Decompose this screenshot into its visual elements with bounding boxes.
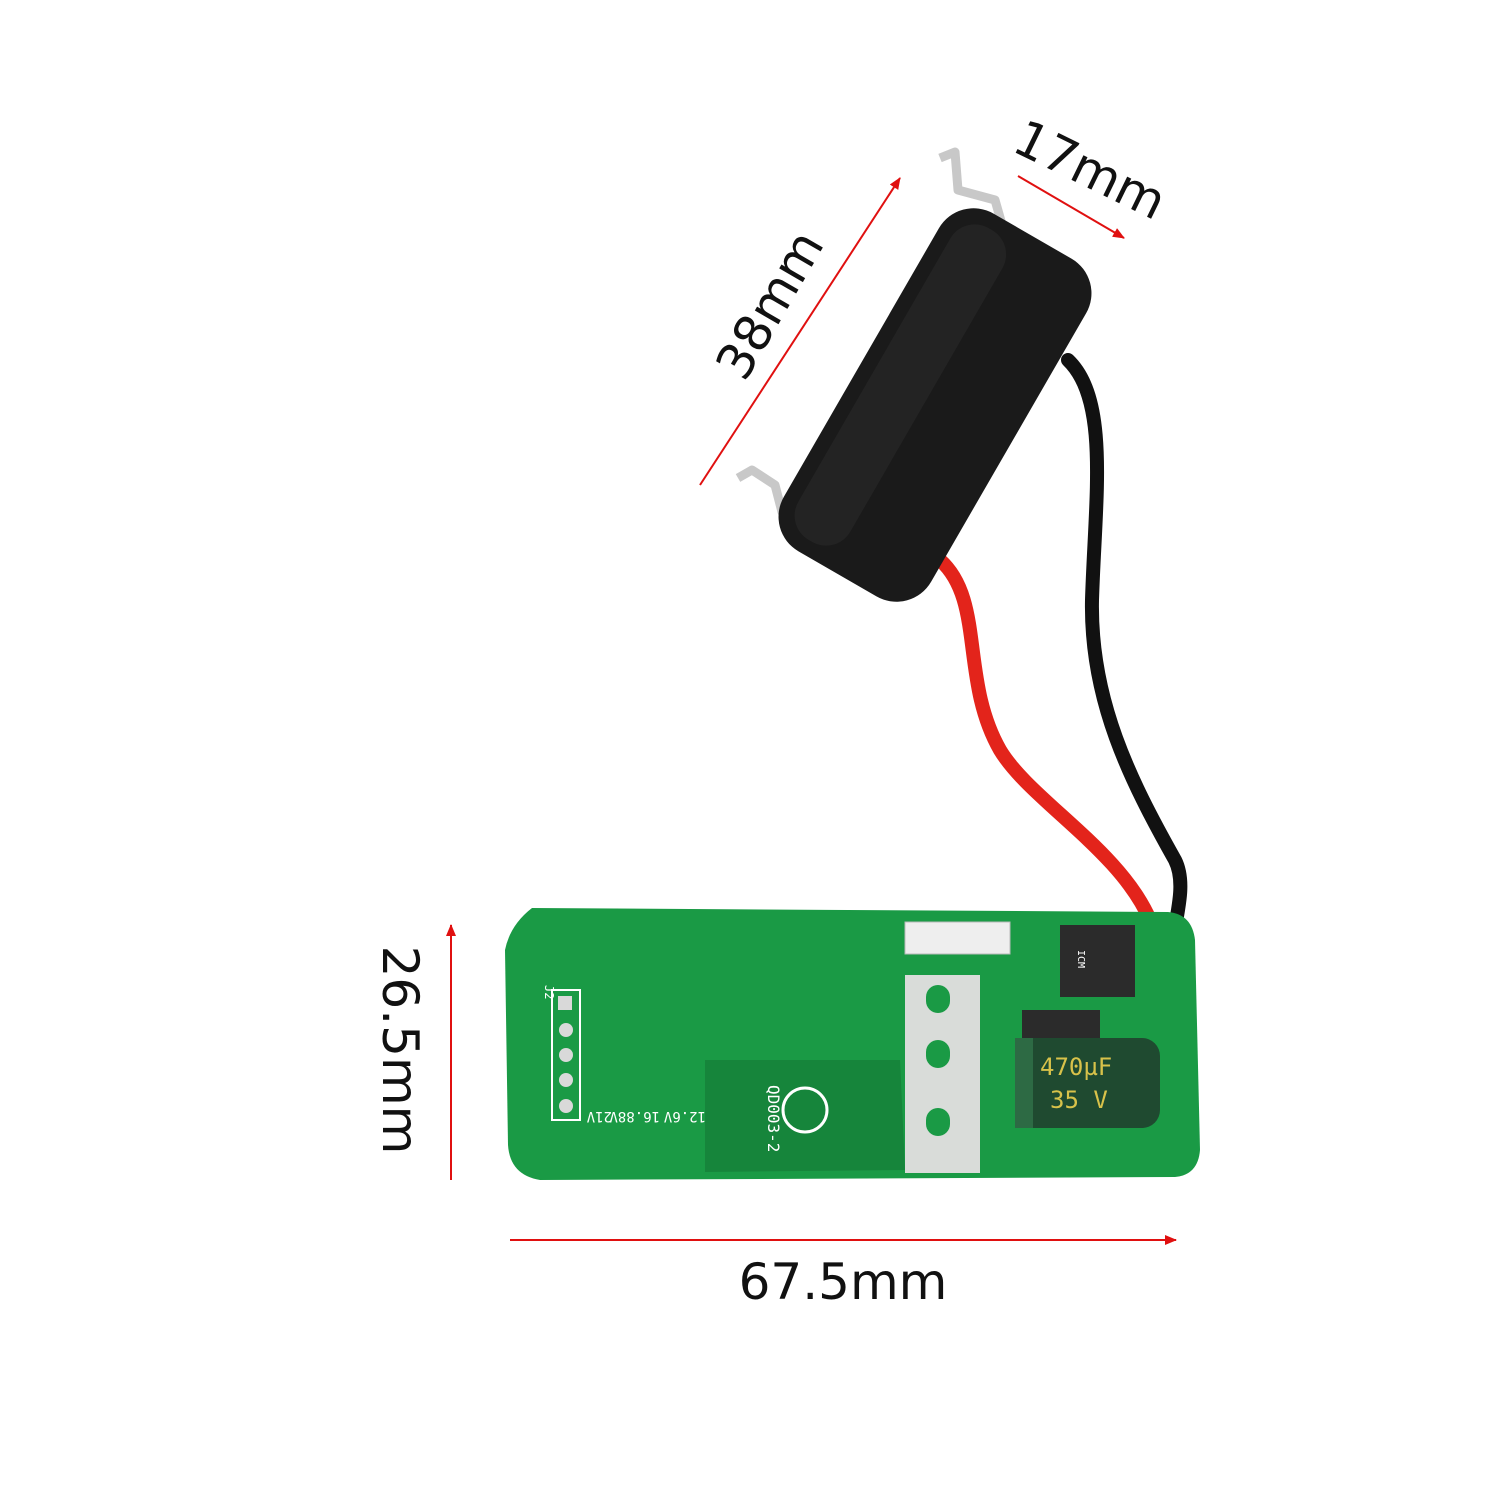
dimension-label-67-5mm: 67.5mm (738, 1253, 948, 1311)
pad-3 (926, 1108, 950, 1136)
capacitor-voltage: 35 V (1050, 1086, 1108, 1114)
arrow-38mm (699, 177, 901, 486)
pcb-copper-area (705, 1060, 905, 1172)
module-body (778, 208, 1092, 602)
diode-chip (1022, 1010, 1100, 1040)
voltage-label-1: 12.6V (663, 1108, 706, 1124)
arrow-17mm (1017, 175, 1125, 239)
pin-4 (559, 1073, 573, 1087)
capacitor (1015, 1038, 1160, 1128)
voltage-label-3: 21V (586, 1108, 612, 1124)
logo-mark (781, 1086, 829, 1134)
dimension-label-26-5mm: 26.5mm (371, 945, 429, 1155)
voltage-label-2: 16.88V (609, 1108, 660, 1124)
pin-3 (559, 1048, 573, 1062)
model-label: QD003-2 (764, 1085, 783, 1152)
black-wire (1061, 353, 1188, 1027)
pin-5 (559, 1099, 573, 1113)
white-connector (904, 921, 1011, 955)
mosfet-chip (1060, 925, 1135, 997)
pin-header (551, 989, 581, 1121)
capacitor-value: 470µF (1040, 1053, 1112, 1081)
chip-marking: ICM (1075, 950, 1086, 968)
pin-1 (558, 996, 572, 1010)
connector-label: J2 (542, 985, 556, 999)
pad-2 (926, 1040, 950, 1068)
pin-2 (559, 1023, 573, 1037)
pad-1 (926, 985, 950, 1013)
